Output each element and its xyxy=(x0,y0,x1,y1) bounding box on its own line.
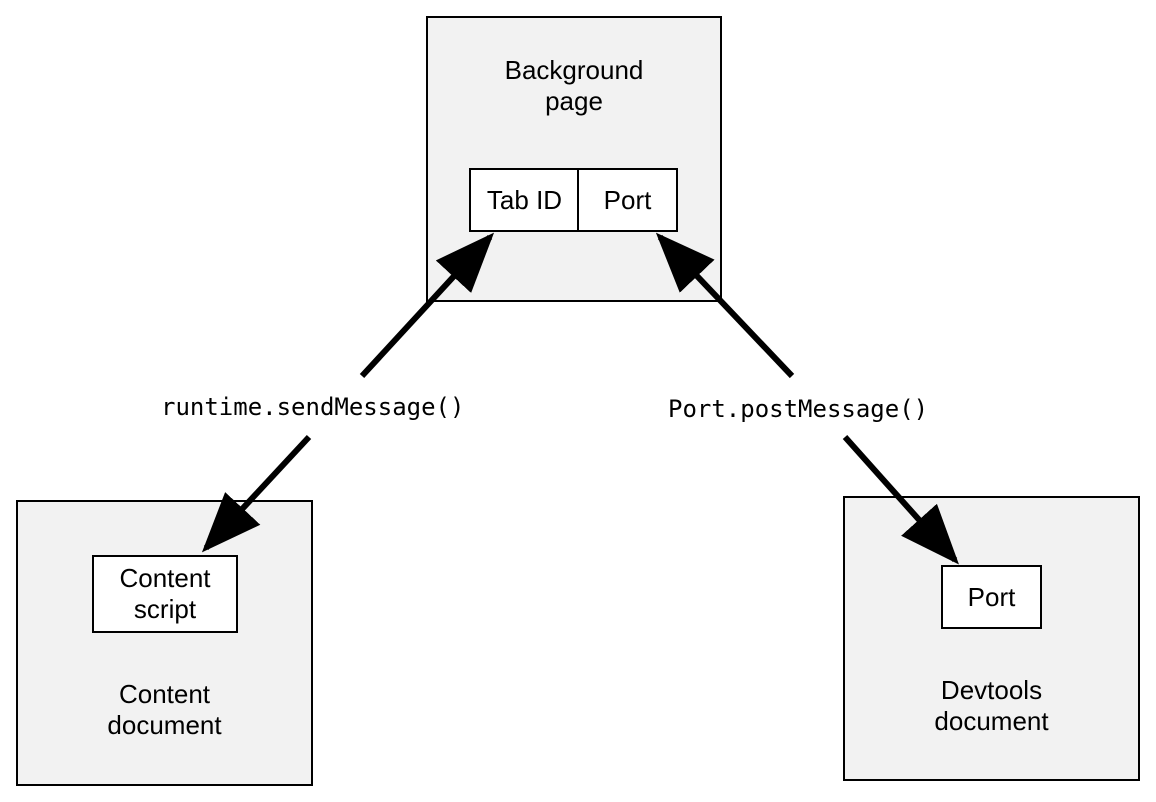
arrow-to-devtools-port xyxy=(842,435,959,565)
arrow-to-tab-id xyxy=(359,232,495,379)
devtools-port-box: Port xyxy=(941,565,1042,629)
background-page-title: Background page xyxy=(504,55,644,116)
content-script-box: Content script xyxy=(92,555,238,633)
devtools-document-box: Devtools document xyxy=(843,496,1140,781)
content-document-box: Content document xyxy=(16,500,313,786)
content-document-title: Content document xyxy=(107,679,222,740)
arrow-to-content-script xyxy=(201,434,312,553)
post-message-label: Port.postMessage() xyxy=(660,389,937,429)
arrow-to-background-port xyxy=(655,232,795,379)
send-message-label: runtime.sendMessage() xyxy=(153,387,473,427)
background-port-cell: Port xyxy=(577,168,678,232)
devtools-document-title: Devtools document xyxy=(934,675,1049,736)
